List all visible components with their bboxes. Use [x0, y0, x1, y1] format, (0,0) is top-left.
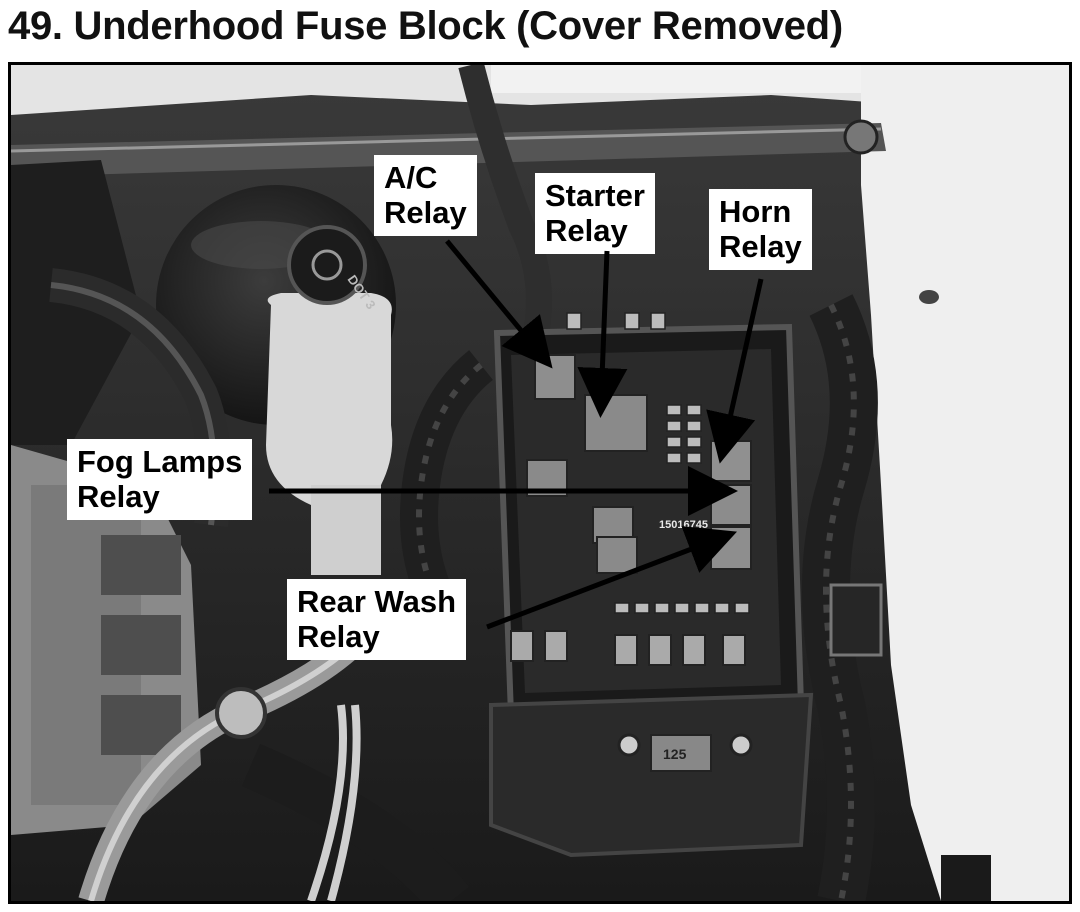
callout-fog-lamps-relay: Fog Lamps Relay [67, 439, 253, 521]
callout-horn-relay: Horn Relay [709, 189, 812, 271]
starter-relay [584, 394, 648, 452]
mega-fuse [650, 734, 712, 772]
fog-lamps-relay [710, 484, 752, 526]
ac-relay [534, 354, 576, 400]
callout-rear-wash-relay: Rear Wash Relay [287, 579, 467, 661]
callout-ac-relay: A/C Relay [374, 155, 477, 237]
relay-part-number: 15016745 [659, 519, 708, 531]
brake-fluid-reservoir [266, 293, 393, 505]
right-fender [861, 65, 1069, 901]
rear-wash-relay [710, 526, 752, 570]
page-title: 49. Underhood Fuse Block (Cover Removed) [8, 4, 843, 48]
mega-fuse-rating: 125 [663, 746, 687, 762]
engine-bay-photo: DOT 3 125 [8, 62, 1072, 904]
strut-brace [11, 123, 886, 177]
callout-starter-relay: Starter Relay [535, 173, 655, 255]
reservoir-cap [287, 225, 367, 305]
horn-relay [710, 440, 752, 482]
